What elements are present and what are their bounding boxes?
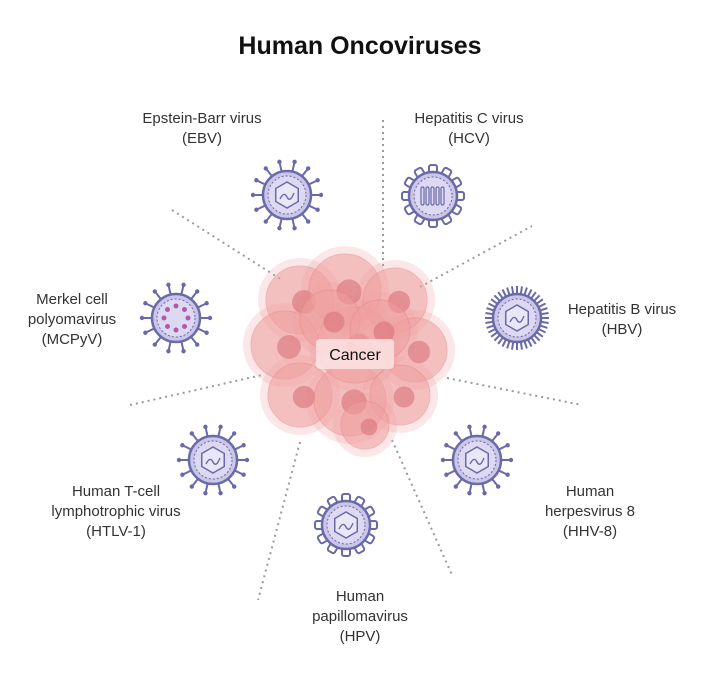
viruses <box>139 159 549 557</box>
htlv-label-line: lymphotrophic virus <box>51 503 180 520</box>
cancer-cell-nucleus <box>277 335 301 359</box>
cancer-cell-nucleus <box>360 418 378 436</box>
hcv-label-line: (HCV) <box>448 130 490 147</box>
connector-lines <box>129 120 583 601</box>
cancer-cell-nucleus <box>393 386 415 408</box>
hcv-label-line: Hepatitis C virus <box>414 110 523 127</box>
hbv-label-line: Hepatitis B virus <box>568 301 676 318</box>
htlv-virus-icon <box>176 424 250 496</box>
hpv-label-line: Human <box>336 588 384 605</box>
hpv-virus-icon <box>314 493 378 557</box>
connector-line <box>446 377 583 406</box>
mcpyv-label-line: polyomavirus <box>28 311 116 328</box>
ebv-virus-icon <box>250 159 324 231</box>
ebv-label-line: Epstein-Barr virus <box>142 110 261 127</box>
hhv8-virus-icon <box>440 424 514 496</box>
connector-line <box>419 225 533 288</box>
hbv-label-line: (HBV) <box>602 321 643 338</box>
connector-line <box>257 441 301 601</box>
hbv-virus-icon <box>485 286 549 350</box>
hcv-virus-icon <box>401 164 465 228</box>
cancer-cell-nucleus <box>323 311 345 333</box>
cancer-cell-nucleus <box>373 321 395 343</box>
hhv8-label-line: (HHV-8) <box>563 523 617 540</box>
connector-line <box>391 439 453 576</box>
connector-line <box>129 374 263 406</box>
hpv-label-line: papillomavirus <box>312 608 408 625</box>
cancer-label: Cancer <box>329 347 381 364</box>
htlv-label-line: (HTLV-1) <box>86 523 146 540</box>
htlv-label-line: Human T-cell <box>72 483 160 500</box>
mcpyv-virus-icon <box>139 282 213 354</box>
cancer-cell-nucleus <box>407 340 431 364</box>
hhv8-label-line: herpesvirus 8 <box>545 503 635 520</box>
virus-labels: Epstein-Barr virus (EBV) Hepatitis C virus… <box>28 110 676 645</box>
cancer-cell-nucleus <box>292 385 316 409</box>
cancer-label-box <box>316 339 394 369</box>
cancer-cell-cluster <box>243 246 455 457</box>
ebv-label-line: (EBV) <box>182 130 222 147</box>
diagram-title: Human Oncoviruses <box>238 32 481 60</box>
connector-line <box>171 209 283 281</box>
hpv-label-line: (HPV) <box>340 628 381 645</box>
mcpyv-label-line: Merkel cell <box>36 291 108 308</box>
mcpyv-label-line: (MCPyV) <box>42 331 103 348</box>
hhv8-label-line: Human <box>566 483 614 500</box>
